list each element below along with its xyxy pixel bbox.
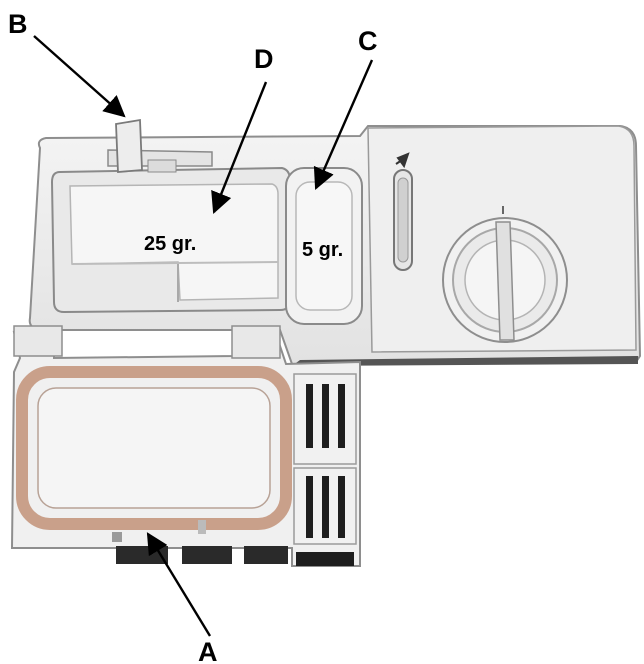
lid-seal-inner [37,387,271,509]
arrow-b [33,35,126,118]
label-d: D [254,44,274,74]
hinge-right [231,325,281,359]
arrow-d [211,81,268,215]
quantity-prewash: 5 gr. [302,239,343,261]
arrow-a [146,532,212,637]
lid-vent-grille [293,373,357,545]
main-compartment-ridge [71,261,279,265]
rinse-level-indicator-inner [397,177,409,263]
label-b: B [8,9,28,39]
quantity-main: 25 gr. [144,233,196,255]
rinse-aid-cap-icon[interactable] [442,206,568,343]
lid-latch-icon[interactable] [107,118,213,173]
dispenser-panel-shadow [292,356,638,366]
label-a: A [198,637,218,664]
arrow-c [313,59,374,190]
panel-arrow-mark [395,152,410,169]
lid-seal-gasket [16,366,292,530]
label-c: C [358,26,378,56]
hinge-left [13,325,63,357]
